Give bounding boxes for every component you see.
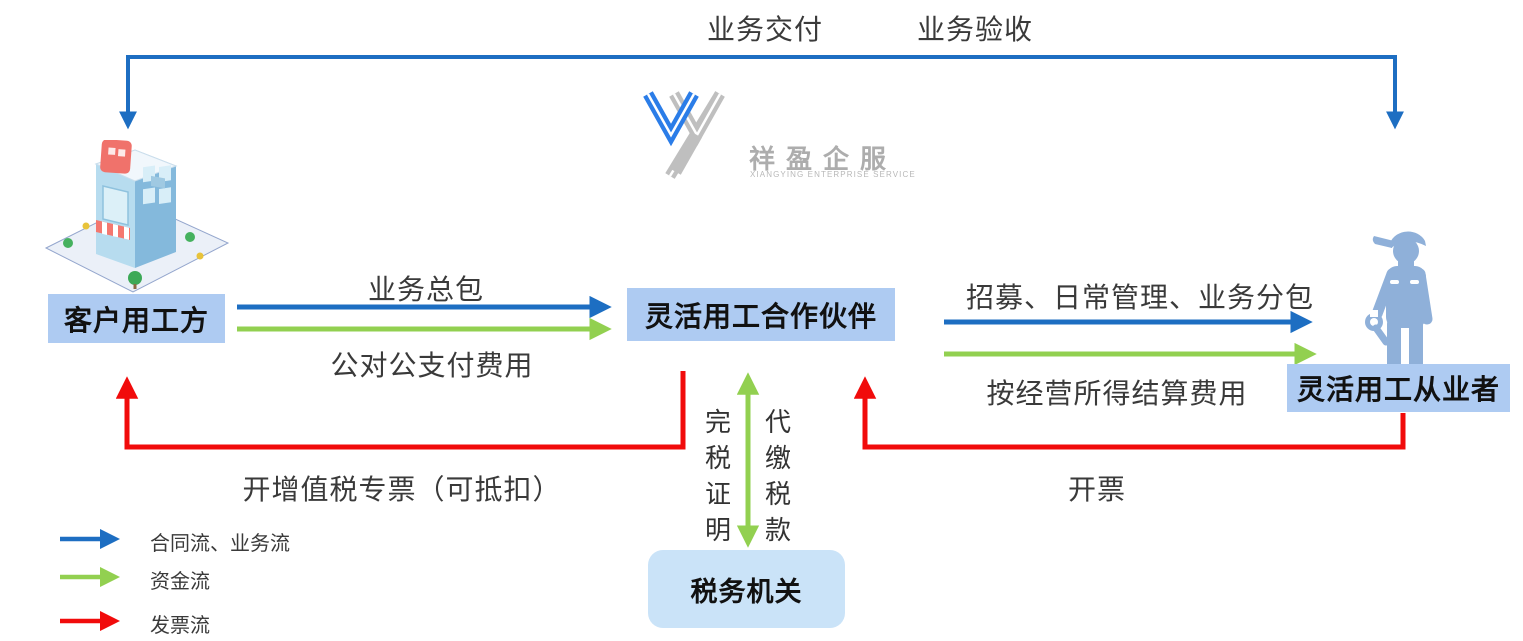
entity-box-tax-authority: 税务机关 [648,550,845,628]
label-corporate-payment: 公对公支付费用 [330,350,534,381]
roof-grille [151,175,165,189]
logo-company-name: 祥盈企服 [749,144,898,174]
top-delivery-acceptance-arrow [119,55,1404,130]
label-business-acceptance: 业务验收 [916,14,1034,45]
legend-item-invoice-flow: 发票流 [150,615,210,637]
label-settlement-by-income: 按经营所得结算费用 [986,378,1248,409]
awning [96,220,130,240]
partner-to-client-invoice-arrow [115,371,686,450]
entity-box-worker: 灵活用工从业者 [1287,364,1510,412]
label-withheld-tax: 代缴税款 [764,407,791,545]
xiangying-w-logo-mark-icon [643,91,725,179]
label-tax-payment-certificate: 完税证明 [704,407,731,545]
wrench [1365,310,1390,346]
building-icon [44,140,230,293]
worker-to-partner-invoice-arrow [853,376,1406,450]
label-recruit-manage-subcontract: 招募、日常管理、业务分包 [965,282,1315,313]
entity-box-partner: 灵活用工合作伙伴 [627,288,895,341]
maintenance-worker-icon [1365,231,1433,381]
label-vat-special-invoice: 开增值税专票（可抵扣） [242,474,562,505]
label-business-general-contract: 业务总包 [367,274,485,305]
entity-box-client: 客户用工方 [48,294,225,343]
logo-company-subtitle: XIANGYING ENTERPRISE SERVICE [750,170,916,179]
label-business-delivery: 业务交付 [706,14,824,45]
legend-item-contract-flow: 合同流、业务流 [150,533,290,555]
roof-sign [100,140,132,174]
trees [63,222,204,289]
label-issue-invoice: 开票 [1067,474,1127,505]
legend-item-capital-flow: 资金流 [150,571,210,593]
